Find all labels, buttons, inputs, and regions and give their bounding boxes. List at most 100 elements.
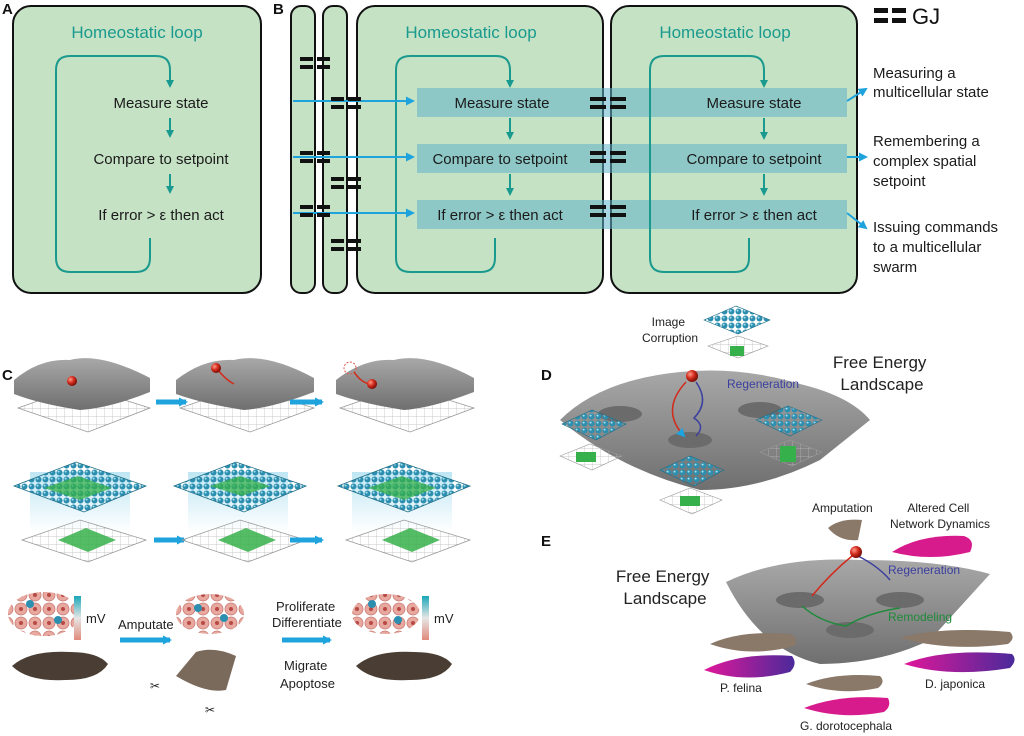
gj-legend-label: GJ: [912, 4, 940, 29]
amputated-worm-icon: [828, 519, 862, 541]
output-measure-text: Measuring a multicellular state: [873, 65, 989, 101]
pattern-left: [559, 409, 627, 471]
d-corruption-path: [671, 381, 687, 438]
altered-label: Altered Cell Network Dynamics: [890, 501, 990, 531]
d-ball: [686, 370, 698, 382]
d-fel-line-1: Free Energy: [833, 353, 927, 372]
panel-b-cell-1: [290, 5, 316, 294]
d-regeneration-label: Regeneration: [727, 377, 799, 391]
planarian-worm-1: [12, 651, 108, 681]
migrate-label: Migrate: [284, 658, 327, 673]
d-regeneration-path: [692, 381, 704, 437]
panel-b-loop-arrow-2: [649, 55, 768, 273]
p-felina-worm-brown: [710, 633, 797, 652]
d-japonica-worm-brown: [900, 630, 1013, 647]
landscape-3: [336, 358, 476, 433]
cell-sheet-3: [336, 461, 472, 563]
cell-cluster-2: [176, 594, 244, 634]
species-p-felina: P. felina: [720, 681, 762, 695]
act-band: [417, 200, 847, 229]
panel-b-loop-title-2: Homeostatic loop: [659, 23, 790, 42]
gj-icon: [331, 177, 361, 189]
scissors-icon: ✂: [205, 703, 215, 717]
pattern-right: [755, 405, 823, 467]
panel-b-measure-step-1: Measure state: [454, 95, 549, 112]
gj-icon: [331, 97, 361, 109]
e-well-3: [826, 622, 874, 638]
gj-legend-icon: [874, 8, 906, 23]
e-well-2: [876, 592, 924, 608]
g-doro-worm-color: [804, 697, 890, 716]
panel-b-measure-step-2: Measure state: [706, 95, 801, 112]
output-measure-line-1: Measuring a: [873, 65, 956, 82]
landscape-1: [14, 358, 152, 433]
e-fel-label: Free Energy Landscape: [616, 567, 714, 608]
panel-a-compare-step: Compare to setpoint: [93, 151, 229, 168]
panel-b-compare-step-2: Compare to setpoint: [686, 151, 822, 168]
image-corruption-label: Image Corruption: [642, 315, 698, 345]
amputated-fragment: [176, 649, 236, 691]
image-corruption-line-1: Image: [652, 315, 686, 329]
panel-a-loop-arrow: [55, 55, 174, 273]
image-corruption-line-2: Corruption: [642, 331, 698, 345]
altered-line-1: Altered Cell: [907, 501, 969, 515]
scissors-icon: ✂: [150, 679, 160, 693]
pattern-bottom: [659, 455, 725, 515]
differentiate-label: Differentiate: [272, 615, 342, 630]
panel-a-box: [12, 5, 262, 294]
output-act-line-2: to a multicellular: [873, 239, 981, 256]
output-act-text: Issuing commands to a multicellular swar…: [873, 219, 1002, 276]
output-compare-text: Remembering a complex spatial setpoint: [873, 133, 984, 190]
e-regeneration-path: [857, 555, 891, 581]
panel-a-act-step: If error > ε then act: [98, 207, 224, 224]
output-arrow-measure: [846, 87, 868, 102]
d-fel-line-2: Landscape: [840, 375, 923, 394]
e-regeneration-label: Regeneration: [888, 563, 960, 577]
panel-label-b: B: [273, 1, 284, 18]
panel-label-e: E: [541, 533, 551, 550]
cell-cluster-3: [352, 594, 420, 634]
corrupted-pattern-top: [703, 305, 771, 359]
panel-b-loop-arrow-1: [395, 55, 514, 273]
panel-b-compare-step-1: Compare to setpoint: [432, 151, 568, 168]
panel-b-act-step-2: If error > ε then act: [691, 207, 817, 224]
panel-b-loop-title-1: Homeostatic loop: [405, 23, 536, 42]
gj-icon: [590, 151, 626, 163]
g-doro-worm-brown: [806, 675, 883, 692]
output-measure-line-2: multicellular state: [873, 84, 989, 101]
panel-b-cell-2: [322, 5, 348, 294]
panel-a-measure-step: Measure state: [113, 95, 208, 112]
d-fel-label: Free Energy Landscape: [833, 353, 931, 394]
apoptose-label: Apoptose: [280, 676, 335, 691]
gj-icon: [300, 57, 330, 69]
d-japonica-worm-color: [904, 652, 1015, 673]
panel-label-a: A: [2, 1, 13, 18]
gj-icon: [590, 205, 626, 217]
mv-label-2: mV: [434, 611, 454, 626]
species-d-japonica: D. japonica: [925, 677, 985, 691]
gj-icon: [590, 97, 626, 109]
measure-band: [417, 88, 847, 117]
output-act-line-3: swarm: [873, 259, 917, 276]
e-fel-line-2: Landscape: [623, 589, 706, 608]
e-fel-line-1: Free Energy: [616, 567, 710, 586]
species-g-dorotocephala: G. dorotocephala: [800, 719, 892, 733]
p-felina-worm-color: [704, 655, 795, 678]
panel-label-d: D: [541, 367, 552, 384]
mv-label-1: mV: [86, 611, 106, 626]
mv-scale-bar-2: [422, 596, 429, 640]
output-compare-line-2: complex spatial: [873, 153, 976, 170]
panel-label-c: C: [2, 367, 13, 384]
cell-sheet-2: [172, 461, 308, 563]
cell-sheet-1: [12, 461, 148, 563]
e-amputation-path: [811, 555, 853, 597]
e-ball: [850, 546, 862, 558]
altered-worm-icon: [892, 535, 972, 557]
gj-symbols: [300, 57, 626, 251]
e-remodeling-path: [801, 605, 901, 627]
cell-cluster-1: [8, 592, 80, 636]
gj-icon: [331, 239, 361, 251]
amputation-label: Amputation: [812, 501, 873, 515]
e-well-1: [776, 592, 824, 608]
output-compare-line-1: Remembering a: [873, 133, 980, 150]
